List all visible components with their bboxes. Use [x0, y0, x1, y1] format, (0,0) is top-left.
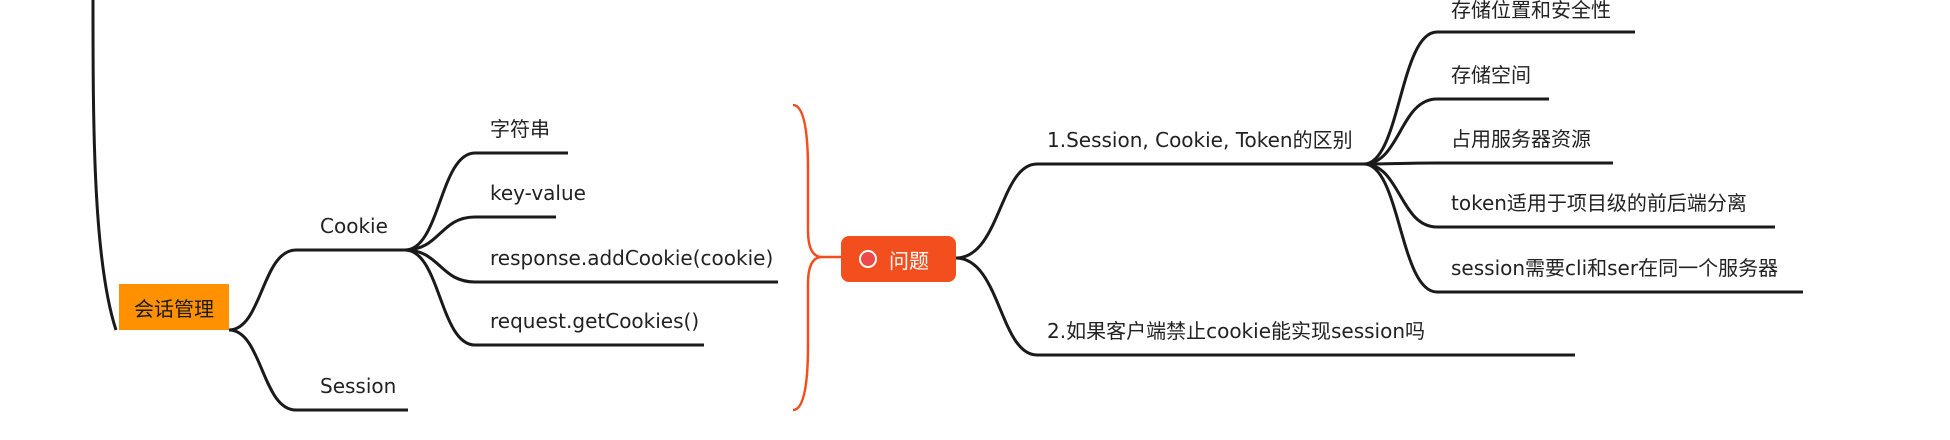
connector-q1-child-1 [1363, 30, 1635, 166]
issue-label: 问题 [889, 248, 929, 273]
connector-cookie-child-4 [404, 248, 704, 347]
connector-q1-child-2 [1363, 97, 1549, 166]
connector-cookie-child-3 [404, 248, 778, 284]
connector-cookie-child-2 [404, 215, 556, 252]
q1-child-3[interactable]: 占用服务器资源 [1451, 127, 1591, 151]
q1-node[interactable]: 1.Session, Cookie, Token的区别 [1047, 128, 1353, 152]
trunk-connector [91, 0, 118, 331]
q1-child-4[interactable]: token适用于项目级的前后端分离 [1451, 191, 1747, 215]
cookie-child-1[interactable]: 字符串 [490, 117, 550, 141]
q1-child-5[interactable]: session需要cli和ser在同一个服务器 [1451, 256, 1779, 280]
connector-q1-child-3 [1363, 161, 1613, 166]
cookie-child-4[interactable]: request.getCookies() [490, 309, 700, 333]
root-node[interactable]: 会话管理 [119, 284, 229, 330]
cookie-child-3[interactable]: response.addCookie(cookie) [490, 246, 774, 270]
cookie-child-2[interactable]: key-value [490, 181, 586, 205]
q1-child-2[interactable]: 存储空间 [1451, 63, 1531, 87]
connector-q1-child-4 [1363, 162, 1775, 229]
red-circle-icon [859, 250, 877, 268]
q2-node[interactable]: 2.如果客户端禁止cookie能实现session吗 [1047, 319, 1426, 343]
connector-issue-q1 [955, 162, 1364, 260]
session-node[interactable]: Session [320, 374, 397, 398]
connector-cookie-child-1 [404, 151, 568, 252]
root-label: 会话管理 [134, 296, 214, 321]
connector-q1-child-5 [1363, 162, 1803, 294]
issue-node[interactable]: 问题 [841, 236, 956, 282]
q1-child-1[interactable]: 存储位置和安全性 [1451, 0, 1611, 22]
summary-bracket [792, 103, 823, 412]
connector-issue-q2 [955, 256, 1575, 357]
cookie-node[interactable]: Cookie [320, 214, 388, 238]
connector-root-cookie [228, 248, 405, 332]
connector-root-session [228, 328, 408, 412]
